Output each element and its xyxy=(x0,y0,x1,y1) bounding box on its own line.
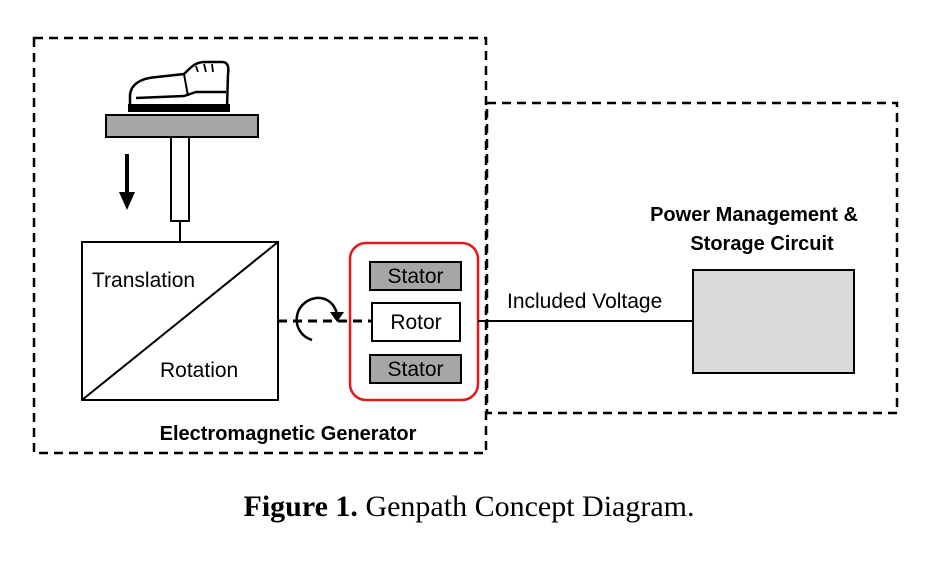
voltage-label: Included Voltage xyxy=(507,290,662,313)
power-label-line2: Storage Circuit xyxy=(690,233,834,255)
rotor-label: Rotor xyxy=(390,311,441,334)
caption-text: Genpath Concept Diagram. xyxy=(365,490,695,523)
down-arrow-icon xyxy=(119,154,135,210)
rotor xyxy=(371,302,461,342)
figure-caption: Figure 1. Genpath Concept Diagram. xyxy=(0,490,938,524)
translation-label: Translation xyxy=(92,269,195,292)
figure-number: Figure 1. xyxy=(243,490,358,523)
generator-label: Electromagnetic Generator xyxy=(160,423,417,445)
storage-circuit-box xyxy=(692,269,855,374)
pedal-platform xyxy=(105,114,259,138)
generator-dashed-boundary xyxy=(32,36,488,455)
box-diagonal xyxy=(81,241,279,401)
rotation-arrow-icon xyxy=(295,296,344,342)
piston-rod xyxy=(170,136,190,222)
power-label-line1: Power Management & xyxy=(650,204,858,226)
rotation-label: Rotation xyxy=(160,359,238,382)
shoe-icon xyxy=(128,60,230,112)
stator-bottom-label: Stator xyxy=(387,358,443,381)
stator-top-label: Stator xyxy=(387,265,443,288)
stator-top xyxy=(369,261,462,291)
stator-bottom xyxy=(369,354,462,384)
